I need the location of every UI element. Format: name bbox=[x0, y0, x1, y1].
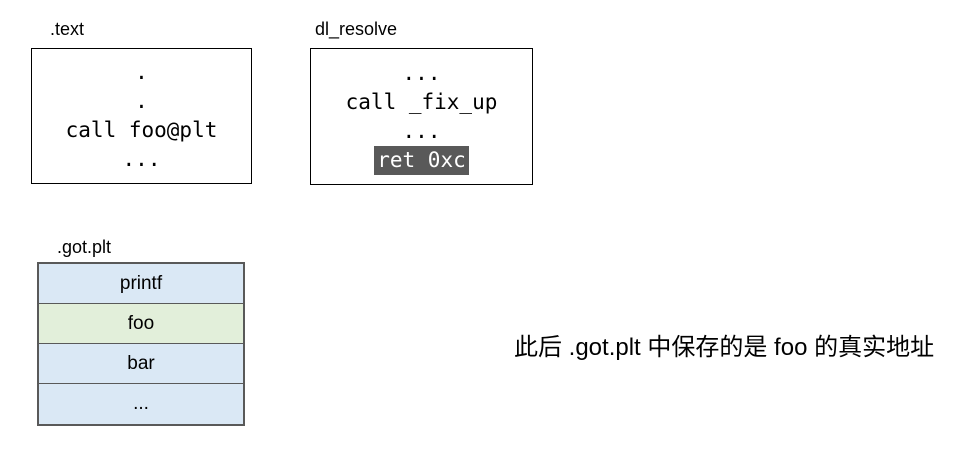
got-row-ellipsis: ... bbox=[39, 384, 243, 424]
call-foo-plt-instruction: call foo@plt bbox=[65, 118, 218, 142]
got-plt-section-label: .got.plt bbox=[57, 237, 112, 257]
dl-resolve-section-box: ... call _fix_up ... ret 0xc bbox=[310, 48, 533, 185]
code-line: ... bbox=[122, 147, 161, 171]
code-line: . bbox=[135, 89, 148, 113]
call-fix-up-instruction: call _fix_up bbox=[345, 89, 498, 114]
text-section-label: .text bbox=[50, 19, 85, 39]
dl-resolve-section-label: dl_resolve bbox=[315, 19, 398, 39]
code-line: ... bbox=[402, 60, 441, 85]
got-row-printf: printf bbox=[39, 264, 243, 304]
text-section-box: . . call foo@plt ... bbox=[31, 48, 252, 184]
annotation-text: 此后 .got.plt 中保存的是 foo 的真实地址 bbox=[514, 334, 935, 361]
code-line: ... bbox=[402, 118, 441, 143]
got-row-foo-resolved: foo bbox=[39, 304, 243, 344]
code-line: . bbox=[135, 60, 148, 84]
ret-0xc-highlighted-instruction: ret 0xc bbox=[374, 145, 469, 175]
got-row-bar: bar bbox=[39, 344, 243, 384]
got-plt-table: printf foo bar ... bbox=[37, 262, 245, 426]
